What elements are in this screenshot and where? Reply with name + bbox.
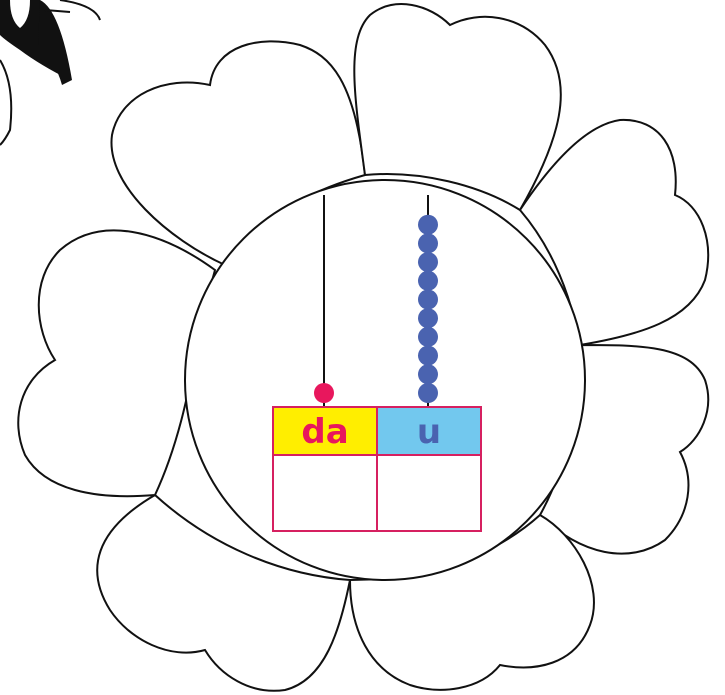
place-value-table: da u	[272, 406, 482, 532]
units-bead	[418, 233, 438, 254]
units-bead	[418, 252, 438, 273]
petal-left	[17, 229, 217, 498]
petal-top	[353, 3, 562, 212]
tens-beads	[314, 383, 334, 403]
tens-answer-cell[interactable]	[273, 455, 377, 531]
units-bead	[418, 383, 438, 403]
petal-top-left	[110, 40, 367, 267]
units-header-cell	[377, 407, 481, 455]
bee-icon	[0, 0, 101, 146]
units-bead	[418, 364, 438, 385]
tens-column-label: da	[301, 412, 348, 452]
units-bead	[418, 326, 438, 347]
units-beads	[418, 214, 438, 403]
units-bead	[418, 308, 438, 329]
tens-bead	[314, 383, 334, 403]
units-answer-cell[interactable]	[377, 455, 481, 531]
units-bead	[418, 214, 438, 235]
units-bead	[418, 289, 438, 310]
units-bead	[418, 270, 438, 291]
units-bead	[418, 345, 438, 366]
tens-header-cell	[273, 407, 377, 455]
petal-bottom-left	[96, 493, 352, 692]
units-column-label: u	[417, 412, 441, 452]
